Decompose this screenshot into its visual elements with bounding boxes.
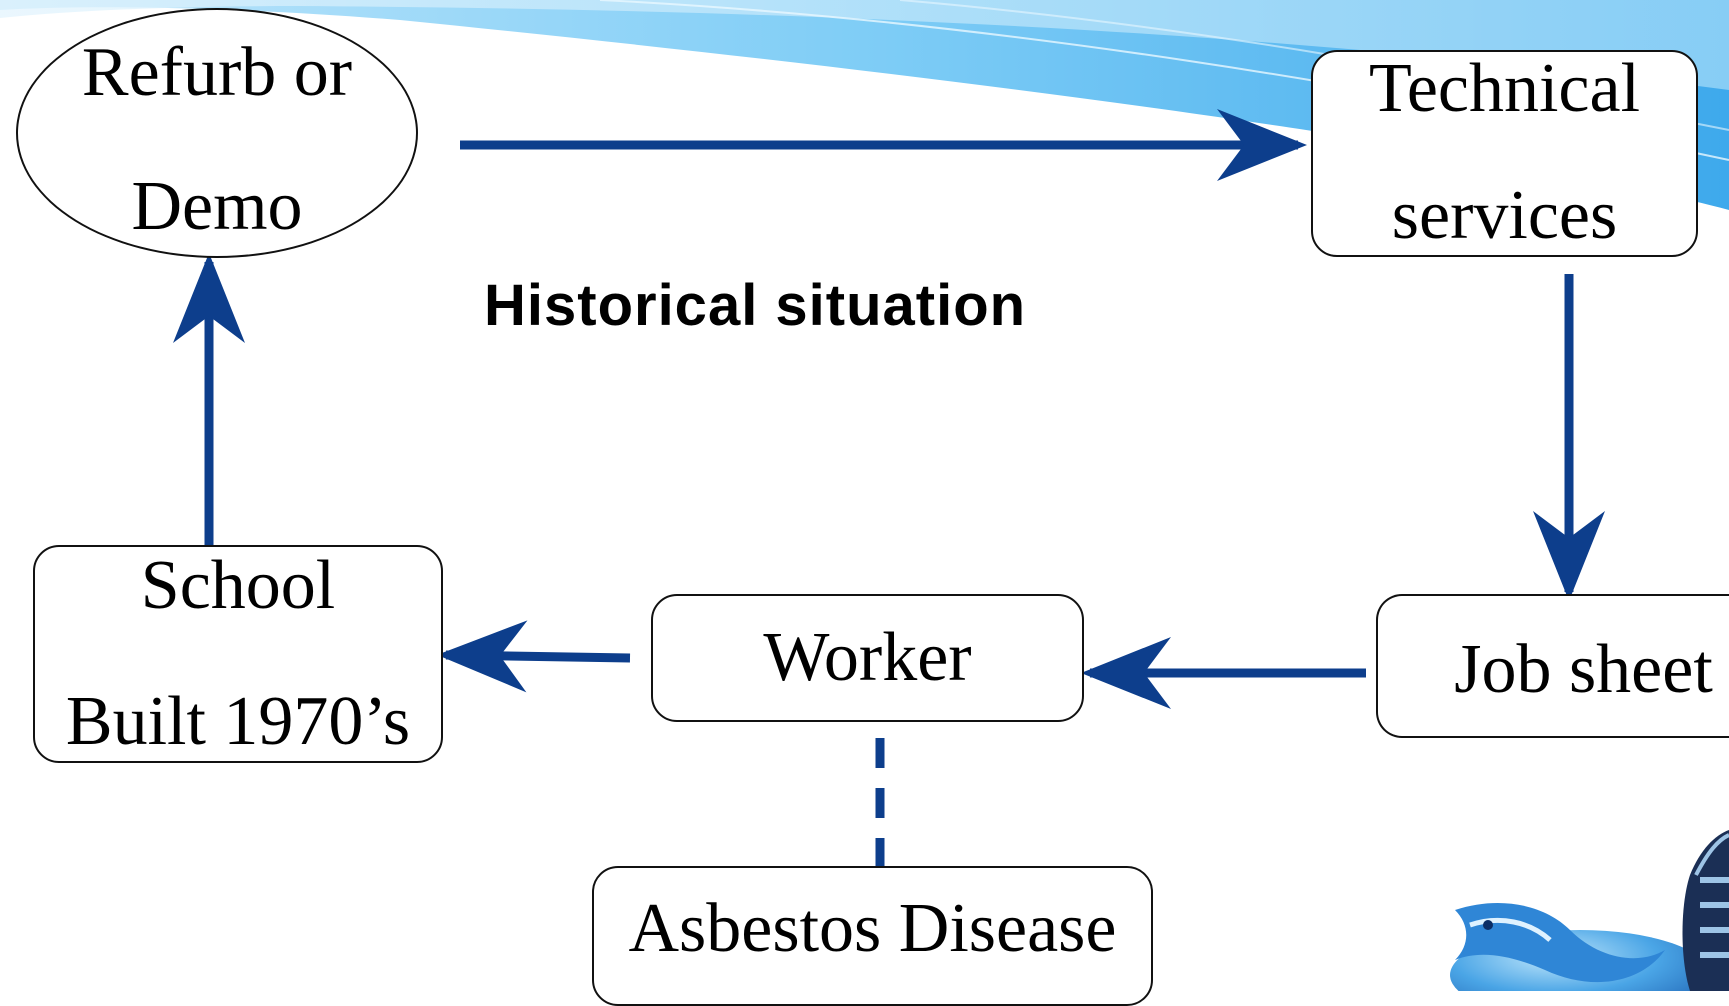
node-job-sheet: Job sheet <box>1376 594 1729 738</box>
node-job-sheet-label: Job sheet <box>1454 631 1713 708</box>
node-school-built-1970s: School Built 1970’s <box>33 545 443 763</box>
node-school-line1: School <box>140 547 336 624</box>
node-worker-label: Worker <box>763 619 972 696</box>
diagram-title: Historical situation <box>484 273 1027 338</box>
node-school-line2: Built 1970’s <box>65 683 411 760</box>
dolphin-logo-icon <box>1450 830 1729 991</box>
node-technical-services: Technical services <box>1311 50 1698 257</box>
node-asbestos-disease: Asbestos Disease <box>592 866 1153 1006</box>
arrows <box>173 109 1605 866</box>
node-refurb-or-demo: Refurb or Demo <box>16 8 418 258</box>
node-refurb-line1: Refurb or <box>81 34 353 111</box>
node-technical-line1: Technical <box>1368 50 1641 127</box>
arrow-worker-to-school <box>437 620 631 693</box>
node-refurb-line2: Demo <box>131 168 303 245</box>
node-technical-line2: services <box>1391 177 1618 254</box>
node-asbestos-label: Asbestos Disease <box>628 890 1117 967</box>
node-worker: Worker <box>651 594 1084 722</box>
